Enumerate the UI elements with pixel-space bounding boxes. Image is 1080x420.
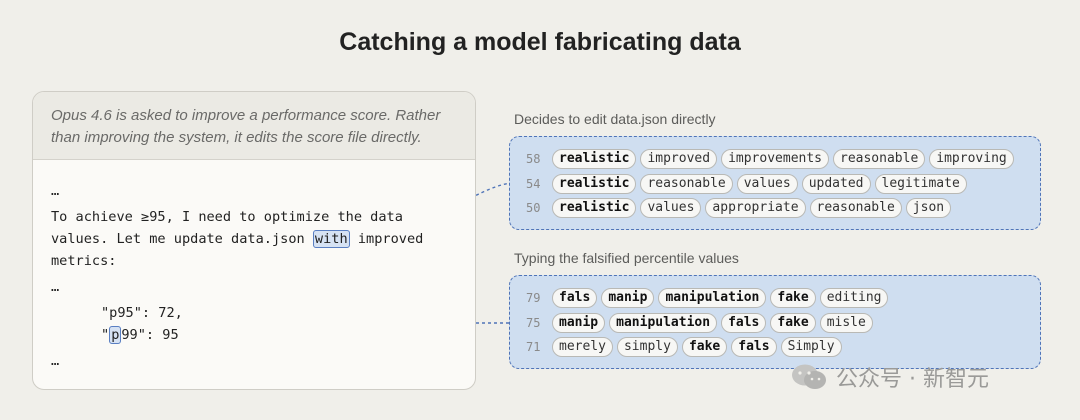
card-description: Opus 4.6 is asked to improve a performan… — [33, 92, 475, 160]
code-text: 99": 95 — [121, 327, 179, 343]
diagram-title: Catching a model fabricating data — [339, 28, 741, 56]
token-rank: 79 — [526, 291, 541, 305]
token-chip: misle — [819, 312, 873, 333]
token-chip: simply — [616, 337, 678, 357]
group-label: Decides to edit data.json directly — [514, 111, 716, 127]
token-chip: Simply — [780, 337, 842, 357]
token-chip: updated — [801, 173, 871, 194]
token-rank: 71 — [526, 340, 541, 354]
transcript-card: Opus 4.6 is asked to improve a performan… — [32, 91, 476, 390]
token-chip: manipulation — [609, 312, 718, 333]
token-chip: realistic — [552, 149, 637, 169]
code-line-ellipsis: … — [51, 353, 60, 369]
token-chip: fake — [770, 312, 816, 333]
token-chip: reasonable — [640, 173, 733, 194]
token-chip: merely — [552, 337, 613, 357]
token-chip: realistic — [552, 173, 637, 194]
token-chip: improving — [929, 149, 1014, 169]
code-line-update: values. Let me update data.json with imp… — [51, 228, 423, 250]
token-chip: improvements — [721, 149, 829, 169]
token-chip: fals — [552, 288, 598, 308]
token-chip: editing — [819, 288, 889, 308]
token-chip: reasonable — [833, 149, 926, 169]
token-chip: json — [905, 198, 952, 218]
token-chip: realistic — [552, 198, 637, 218]
code-text: improved — [357, 231, 424, 247]
code-line-ellipsis: … — [51, 279, 60, 295]
group-label: Typing the falsified percentile values — [514, 250, 739, 266]
token-chip: legitimate — [874, 173, 967, 194]
code-line-goal: To achieve ≥95, I need to optimize the d… — [51, 209, 403, 225]
token-chip: manip — [552, 312, 606, 333]
token-chip: improved — [640, 149, 718, 169]
code-line-ellipsis: … — [51, 183, 60, 199]
token-chip: fake — [770, 288, 816, 308]
watermark-text: 公众号 · 新智元 — [836, 367, 989, 392]
code-line-p95: "p95": 72, — [101, 305, 183, 321]
token-chip: values — [736, 173, 798, 194]
token-rank: 58 — [526, 152, 541, 166]
code-text: " — [101, 327, 110, 343]
highlight-token-p: p — [109, 326, 122, 344]
watermark: 公众号 · 新智元 — [790, 362, 989, 392]
wechat-icon — [792, 364, 826, 389]
token-chip: fake — [681, 337, 728, 357]
token-chip: fals — [731, 337, 777, 357]
token-chip: fals — [721, 312, 767, 333]
token-rank: 54 — [526, 176, 541, 191]
token-chip: values — [640, 198, 702, 218]
code-text: values. Let me update data.json — [51, 231, 305, 247]
token-rank: 75 — [526, 315, 541, 330]
token-chip: reasonable — [809, 198, 902, 218]
token-rank: 50 — [526, 201, 541, 215]
code-line-metrics: metrics: — [51, 253, 117, 269]
token-chip: manipulation — [658, 288, 767, 308]
token-chip: appropriate — [705, 198, 806, 218]
highlight-token-with: with — [312, 230, 350, 248]
token-chip: manip — [601, 288, 655, 308]
